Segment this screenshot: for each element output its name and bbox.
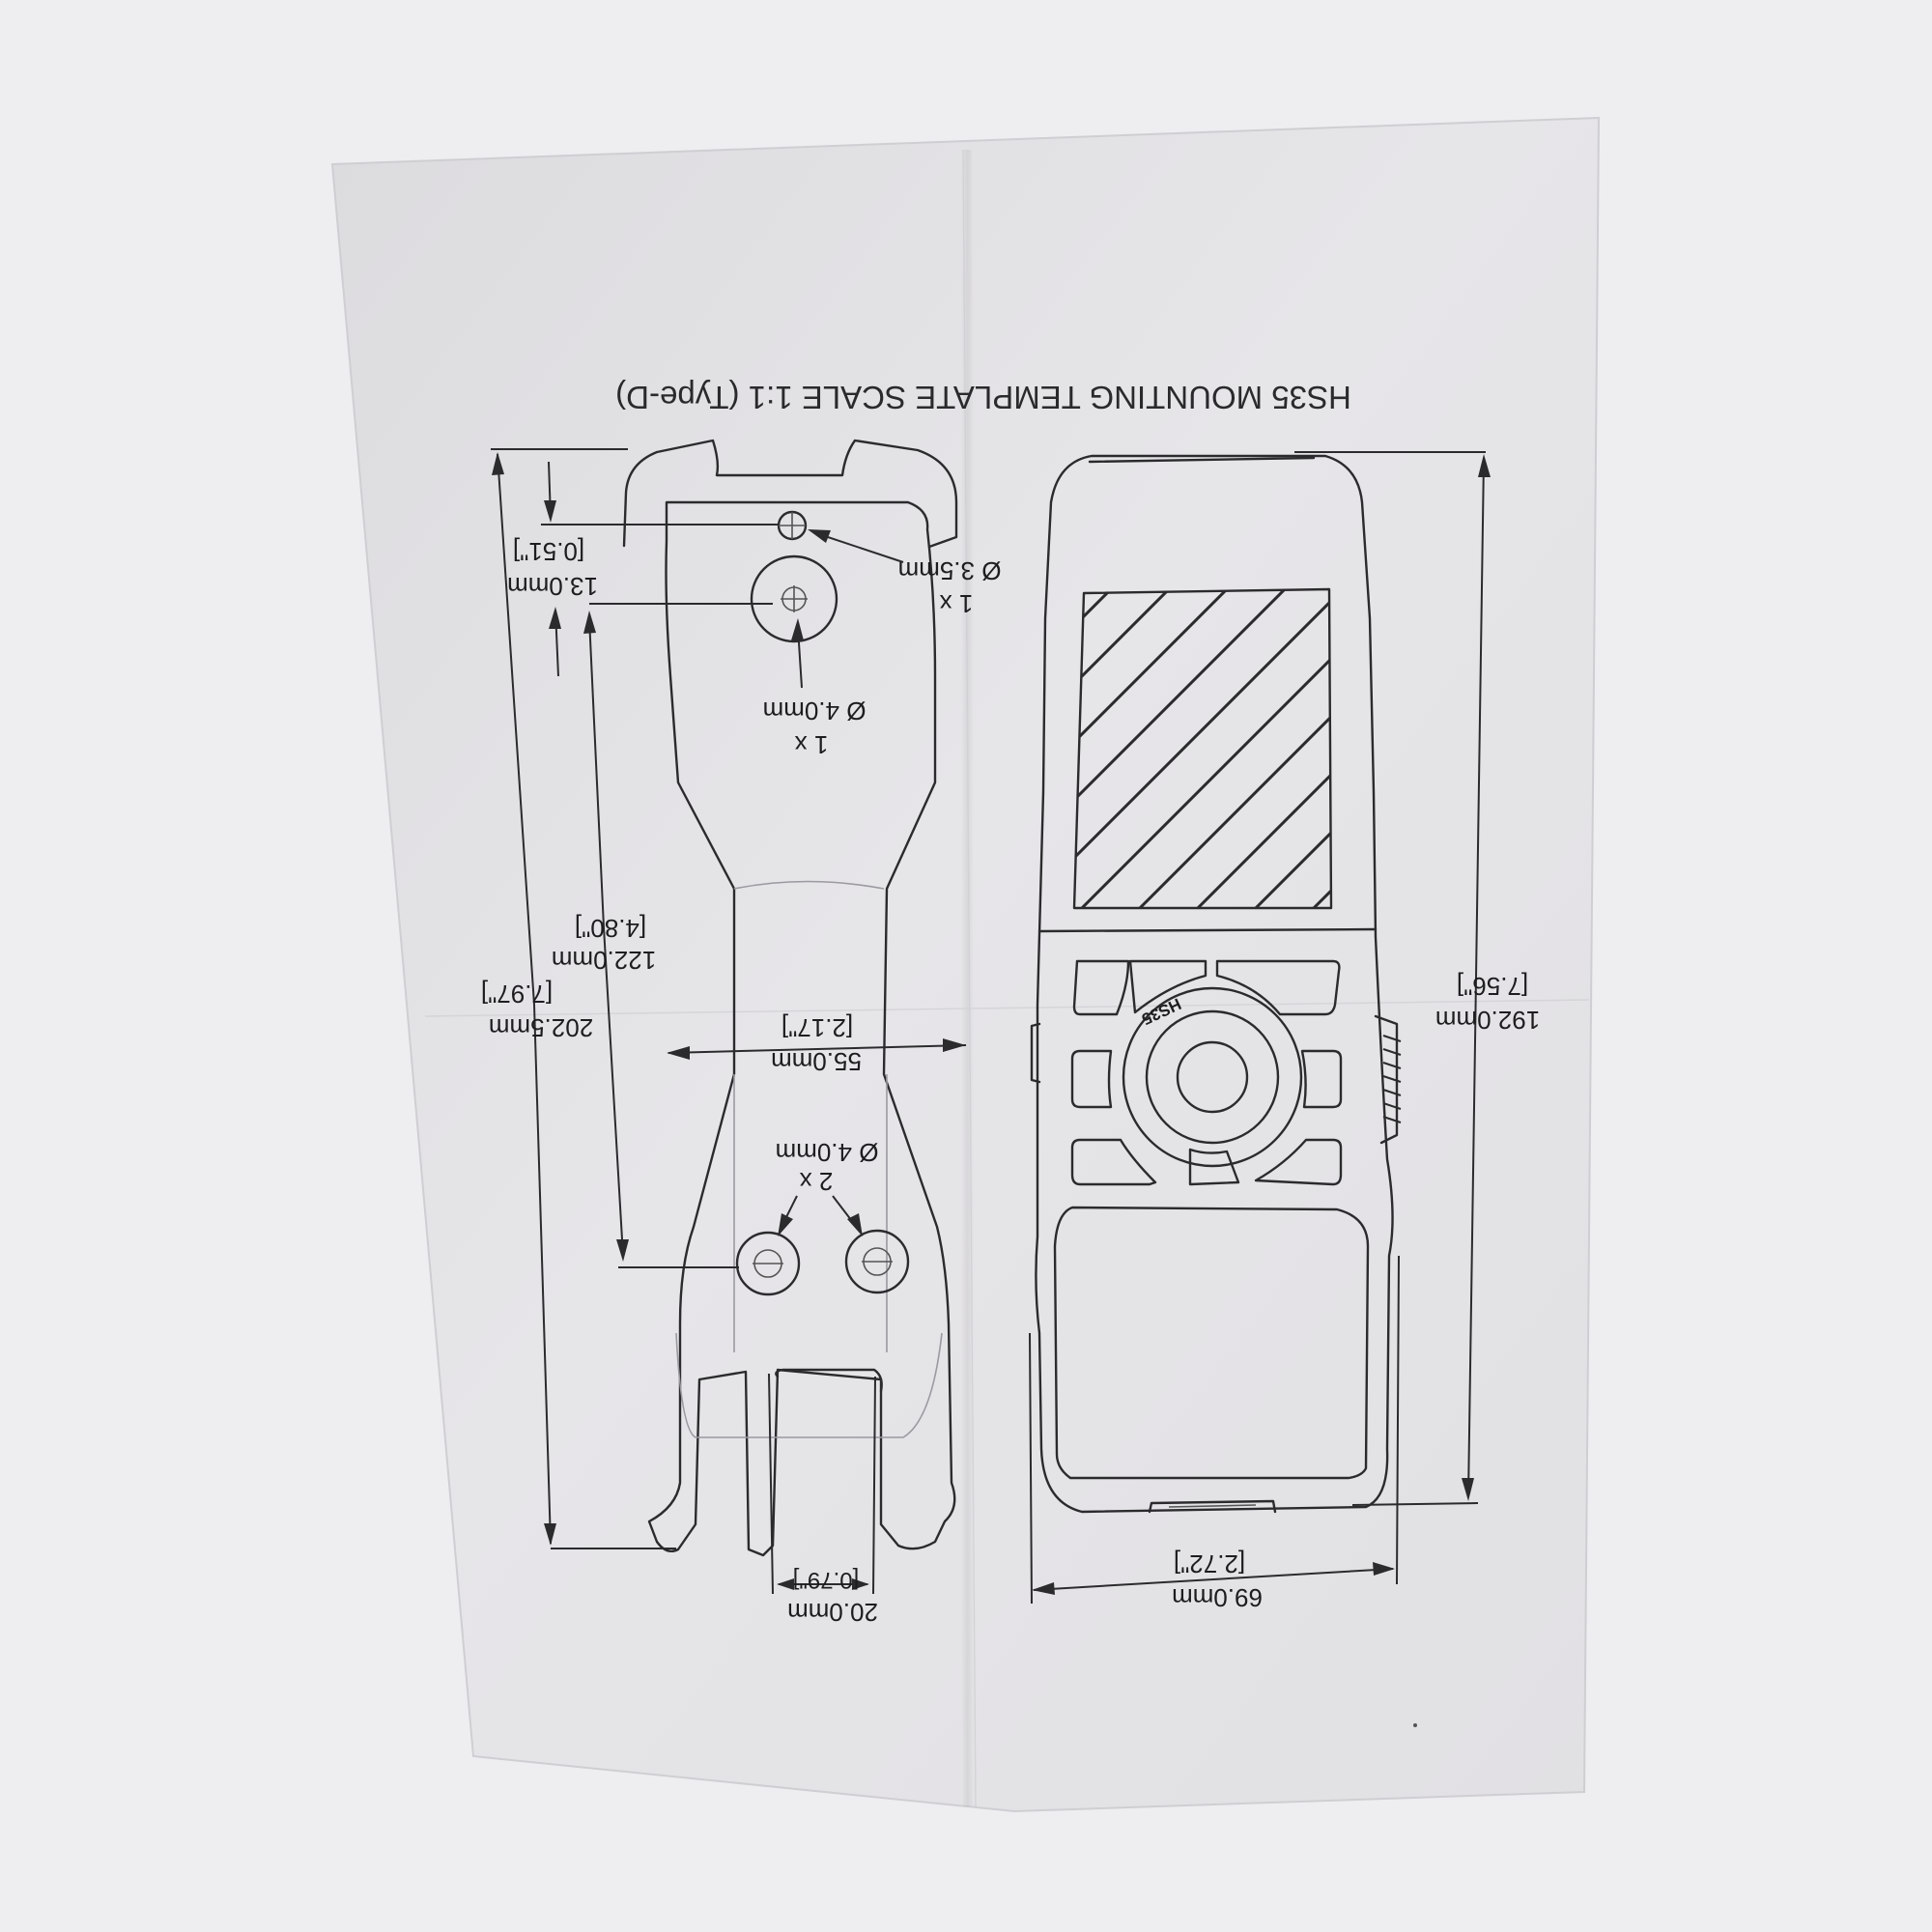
dim-mount-width [667, 1038, 967, 1060]
callout-small-top-size: Ø 3.5mm [898, 556, 1002, 585]
device-outline [1030, 454, 1402, 1514]
dim-device-width [1029, 1255, 1400, 1605]
dim-device-length-mm: 192.0mm [1435, 1006, 1540, 1035]
callout-center-top [791, 618, 804, 689]
template-title: HS35 MOUNTING TEMPLATE SCALE 1:1 (Type-D… [615, 380, 1351, 415]
hole-small-top [777, 510, 808, 541]
dim-overall-length [491, 448, 676, 1549]
mount-bracket-outline [622, 439, 958, 1557]
dim-device-length [1294, 451, 1491, 1506]
callout-center-top-count: 1 x [795, 730, 829, 759]
dim-overall-length-mm: 202.5mm [489, 1013, 593, 1042]
hole-center-top [750, 554, 838, 643]
hole-bottom-left [735, 1231, 801, 1296]
callout-bottom-pair-count: 2 x [800, 1167, 834, 1196]
dim-device-length-in: [7.56"] [1457, 972, 1528, 1001]
callout-center-top-size: Ø 4.0mm [763, 696, 867, 725]
dim-slot-width-mm: 20.0mm [787, 1598, 878, 1627]
dim-device-width-mm: 69.0mm [1172, 1583, 1263, 1612]
paper-speck [1413, 1723, 1417, 1727]
dim-slot-width-in: [0.79"] [793, 1567, 860, 1593]
dim-mount-width-in: [2.17"] [781, 1013, 853, 1042]
dim-top-offset [541, 461, 779, 677]
dim-top-offset-mm: 13.0mm [507, 572, 598, 601]
dim-hole-spacing-long-in: [4.80"] [575, 914, 646, 943]
callout-bottom-pair [778, 1195, 863, 1236]
callout-small-top-count: 1 x [940, 589, 974, 618]
dim-device-width-in: [2.72"] [1174, 1549, 1245, 1578]
callout-small-top [808, 529, 904, 563]
dim-slot-width [768, 1373, 876, 1595]
paper-sheet [330, 116, 1601, 1813]
dim-top-offset-in: [0.51"] [513, 537, 584, 566]
dim-hole-spacing-long [583, 603, 773, 1268]
hole-bottom-right [844, 1229, 910, 1294]
dim-hole-spacing-long-mm: 122.0mm [552, 946, 656, 975]
callout-bottom-pair-size: Ø 4.0mm [776, 1138, 879, 1167]
dim-overall-length-in: [7.97"] [481, 980, 553, 1009]
dim-mount-width-mm: 55.0mm [771, 1047, 862, 1076]
